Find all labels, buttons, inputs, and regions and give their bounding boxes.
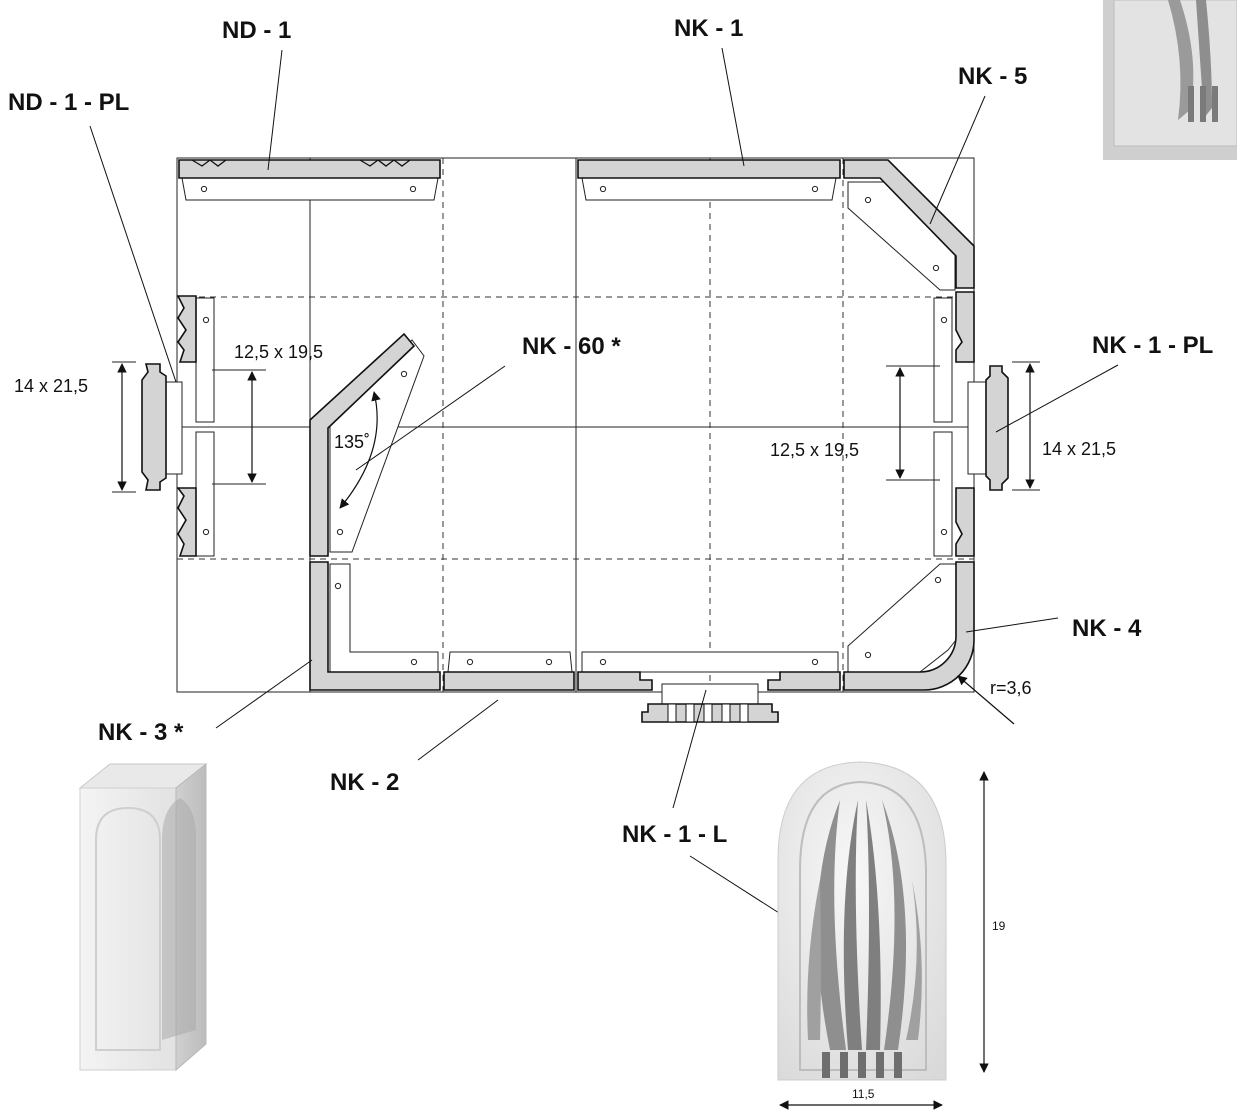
label-nd1: ND - 1 bbox=[222, 17, 291, 44]
dimension-lines bbox=[112, 361, 1040, 493]
nk1l-part bbox=[641, 683, 779, 723]
dim-width: 11,5 bbox=[852, 1087, 875, 1101]
label-nk1: NK - 1 bbox=[674, 15, 743, 42]
dim-right-inner: 12,5 x 19,5 bbox=[770, 440, 859, 460]
nd1pl-part bbox=[141, 363, 183, 491]
nk3-part bbox=[309, 561, 441, 691]
label-nk1pl: NK - 1 - PL bbox=[1092, 332, 1213, 359]
dim-left-outer: 14 x 21,5 bbox=[14, 376, 88, 396]
dim-right-outer: 14 x 21,5 bbox=[1042, 439, 1116, 459]
label-nk5: NK - 5 bbox=[958, 63, 1027, 90]
nk60-part bbox=[309, 332, 425, 557]
left-wall-parts bbox=[176, 295, 215, 557]
lamp-panel-photo bbox=[777, 761, 989, 1110]
nk1pl-part bbox=[967, 365, 1009, 491]
nk4-part bbox=[843, 561, 975, 691]
label-nk3: NK - 3 * bbox=[98, 719, 184, 746]
nk5-part bbox=[843, 159, 975, 291]
dim-left-inner: 12,5 x 19,5 bbox=[234, 342, 323, 362]
label-nk2: NK - 2 bbox=[330, 769, 399, 796]
panel-photo-partial bbox=[1103, 0, 1237, 160]
nd1-part bbox=[178, 159, 441, 201]
label-nk4: NK - 4 bbox=[1072, 615, 1142, 642]
dim-radius: r=3,6 bbox=[990, 678, 1032, 698]
nk1-top-part bbox=[577, 159, 841, 201]
dim-angle: 135˚ bbox=[334, 432, 370, 452]
label-nk60: NK - 60 * bbox=[522, 333, 621, 360]
column-photo bbox=[78, 762, 208, 1072]
layout-grid bbox=[176, 157, 975, 693]
dim-height: 19 bbox=[992, 919, 1006, 933]
nk2-part bbox=[443, 651, 575, 691]
label-nk1l: NK - 1 - L bbox=[622, 821, 727, 848]
leader-lines bbox=[89, 47, 1119, 921]
label-nd1pl: ND - 1 - PL bbox=[8, 89, 129, 116]
bottom-center-parts bbox=[577, 651, 841, 691]
right-wall-parts bbox=[933, 291, 975, 557]
